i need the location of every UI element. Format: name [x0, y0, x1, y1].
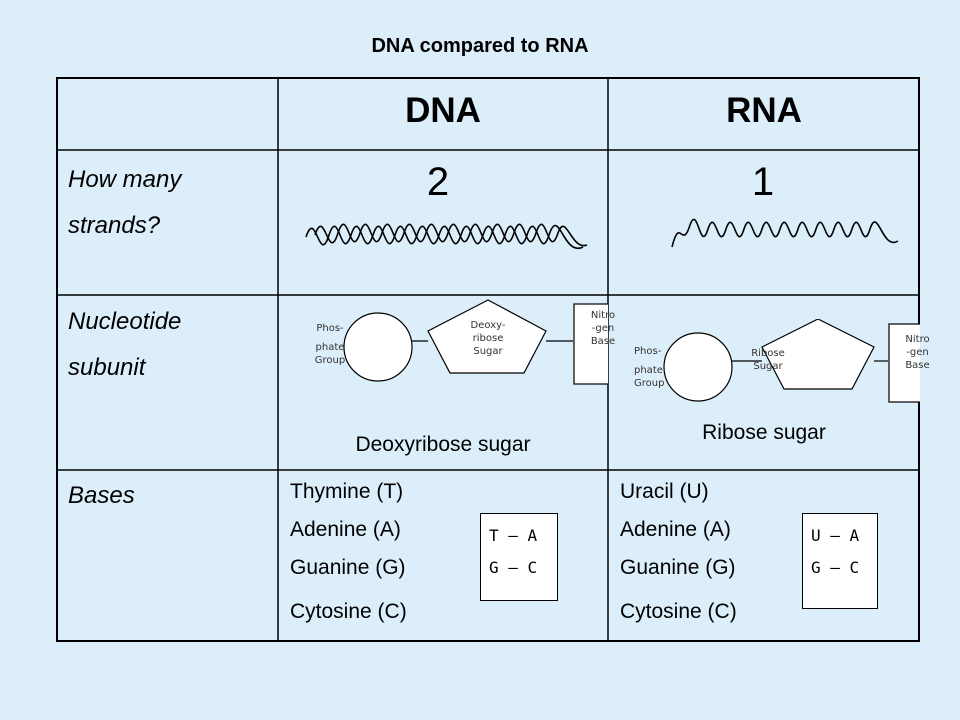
- rna-base-label: Nitro -gen Base: [905, 334, 930, 371]
- rna-strand-count: 1: [751, 160, 775, 204]
- dna-nucleotide-diagram: [343, 299, 608, 385]
- list-item: Thymine (T): [290, 480, 404, 503]
- dna-strand-count: 2: [426, 160, 450, 204]
- list-item: Guanine (G): [290, 556, 406, 579]
- list-item: Uracil (U): [620, 480, 709, 503]
- dna-phosphate-label: Phos- phate Group: [314, 323, 346, 366]
- header-dna: DNA: [405, 91, 481, 130]
- dna-base-label: Nitro -gen Base: [590, 310, 616, 347]
- single-strand-squiggle: [671, 218, 899, 248]
- row-label-bases: Bases: [68, 482, 135, 509]
- rna-sugar-shape: [761, 319, 875, 390]
- dna-sugar-shape: [427, 299, 547, 374]
- list-item: Cytosine (C): [620, 600, 737, 623]
- dna-phosphate-shape: [343, 312, 413, 382]
- rna-bases-list: Uracil (U) Adenine (A) Guanine (G) Cytos…: [620, 473, 737, 631]
- list-item: Adenine (A): [290, 518, 401, 541]
- rna-phosphate-shape: [663, 332, 733, 402]
- list-item: Cytosine (C): [290, 600, 407, 623]
- rna-phosphate-label: Phos- phate Group: [634, 346, 665, 389]
- row-label-nucleotide: Nucleotide subunit: [68, 308, 182, 381]
- list-item: Guanine (G): [620, 556, 736, 579]
- comparison-table: DNA RNA How many strands? 2 1 Nucleotide…: [56, 77, 930, 642]
- header-rna: RNA: [726, 91, 802, 130]
- rna-nucleotide-diagram: [663, 319, 920, 403]
- rna-sugar-label: Ribose Sugar: [751, 348, 785, 372]
- list-item: Adenine (A): [620, 518, 731, 541]
- dna-base-pairs-box: T – A G – C: [480, 513, 558, 601]
- dna-sugar-caption: Deoxyribose sugar: [355, 433, 531, 456]
- dna-base-shape: [573, 303, 608, 385]
- double-strand-squiggle: [305, 223, 588, 250]
- dna-bases-list: Thymine (T) Adenine (A) Guanine (G) Cyto…: [290, 473, 407, 631]
- rna-sugar-caption: Ribose sugar: [702, 421, 826, 444]
- page-title: DNA compared to RNA: [371, 35, 589, 57]
- rna-base-shape: [888, 323, 920, 403]
- row-label-strands: How many strands?: [68, 166, 182, 239]
- rna-base-pairs-box: U – A G – C: [802, 513, 878, 609]
- dna-sugar-label: Deoxy- ribose Sugar: [470, 320, 506, 357]
